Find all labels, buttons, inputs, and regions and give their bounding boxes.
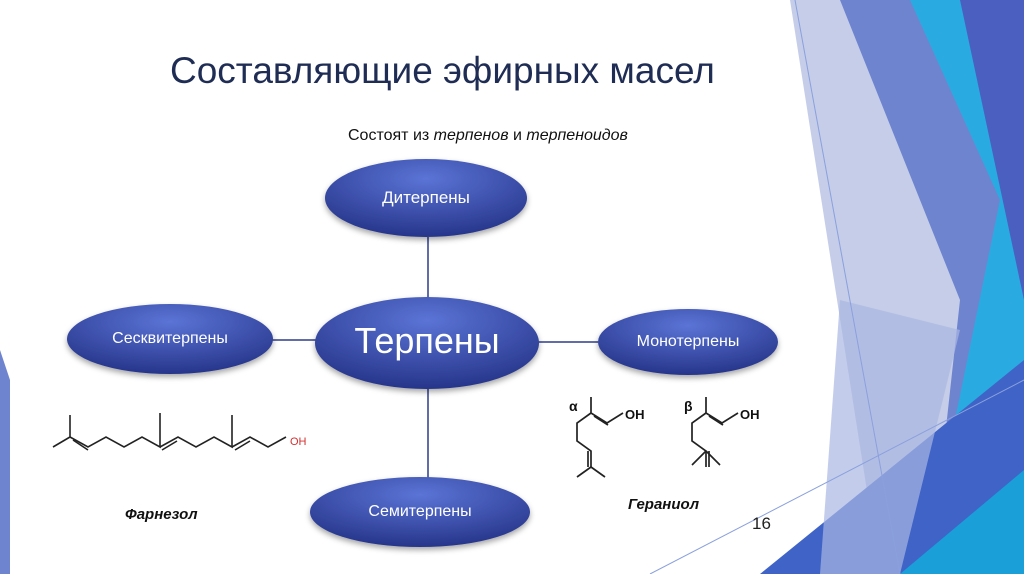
node-left-ellipse — [67, 304, 273, 374]
alpha-label: α — [569, 398, 578, 414]
deco-line-1 — [794, 0, 901, 574]
geraniol-alpha-structure: α OH — [569, 397, 645, 478]
deco-triangle-mid — [820, 300, 960, 574]
connectors — [272, 237, 598, 482]
geraniol-beta-oh-label: OH — [740, 407, 760, 422]
subtitle-term-terpenes: терпенов — [433, 127, 509, 144]
geraniol-alpha-bonds — [576, 397, 624, 478]
deco-left-strip — [0, 350, 10, 574]
node-left-label: Сесквитерпены — [112, 330, 228, 347]
subtitle-conjunction: и — [508, 127, 527, 144]
node-bottom-ellipse — [310, 477, 530, 547]
node-right-label: Монотерпены — [636, 333, 740, 350]
subtitle-term-terpenoids: терпеноидов — [526, 127, 628, 144]
geraniol-alpha-oh-label: OH — [625, 407, 645, 422]
geraniol-beta-structure: β OH — [684, 397, 760, 467]
slide-subtitle: Состоят из терпенов и терпеноидов — [348, 127, 628, 145]
deco-triangle-bottom-cyan — [900, 470, 1024, 574]
deco-triangle-indigo — [960, 0, 1024, 300]
farnesol-bonds — [52, 413, 287, 451]
node-center-label: Терпены — [354, 320, 500, 361]
node-right-ellipse — [598, 309, 778, 375]
farnesol-oh-label: OH — [290, 436, 307, 448]
slide-title: Составляющие эфирных масел — [170, 50, 715, 91]
node-top-label: Дитерпены — [382, 188, 470, 207]
farnesol-structure: OH — [52, 413, 307, 451]
node-center-ellipse — [315, 297, 539, 389]
page-number: 16 — [752, 514, 771, 533]
geraniol-beta-bonds — [691, 397, 739, 467]
beta-label: β — [684, 398, 693, 414]
deco-line-2 — [649, 379, 1024, 574]
farnesol-caption: Фарнезол — [125, 506, 198, 523]
geraniol-caption: Гераниол — [628, 496, 700, 513]
node-bottom-label: Семитерпены — [368, 503, 472, 520]
node-top-ellipse — [325, 159, 527, 237]
subtitle-prefix: Состоят из — [348, 127, 434, 144]
